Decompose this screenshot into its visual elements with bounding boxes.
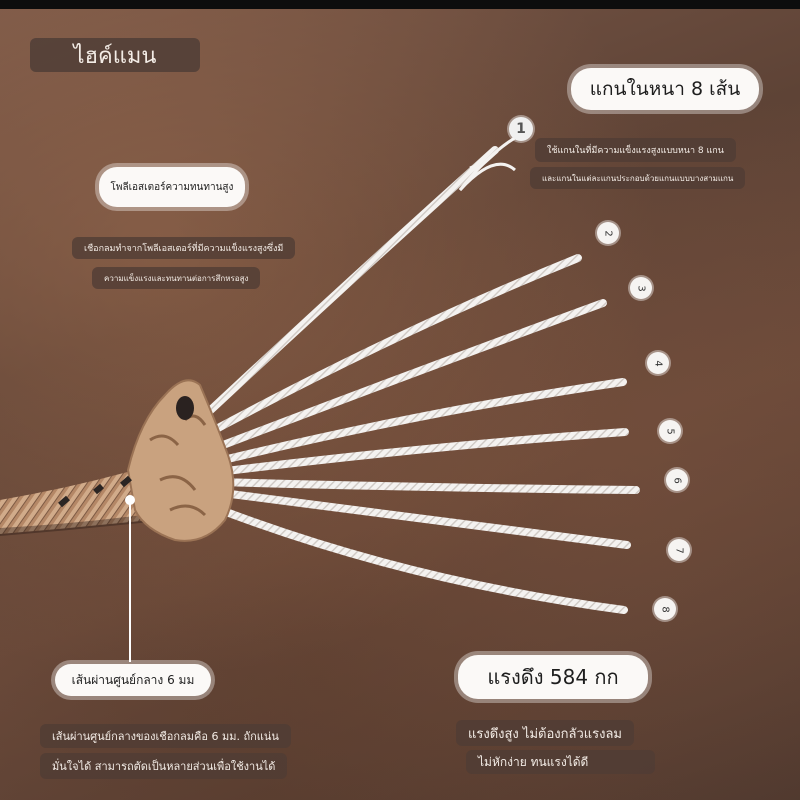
core-strand-8 — [204, 501, 628, 614]
polyester-desc-line2-text: ความแข็งแรงและทนทานต่อการสึกหรอสูง — [104, 273, 249, 283]
core-desc-line1: ใช้แกนในที่มีความแข็งแรงสูงแบบหนา 8 แกน — [535, 138, 736, 162]
polyester-desc-line2: ความแข็งแรงและทนทานต่อการสึกหรอสูง — [92, 267, 261, 289]
core-desc-line2-text: และแกนในแต่ละแกนประกอบด้วยแกนแบบบางสามแก… — [542, 173, 734, 183]
polyester-title-pill: โพลีเอสเตอร์ความทนทานสูง — [99, 167, 245, 207]
strand-1-fiber-3 — [458, 162, 517, 192]
strand-badge-5-text: 5 — [664, 427, 676, 435]
strand-badge-6-text: 6 — [671, 476, 683, 484]
diameter-title-pill: เส้นผ่านศูนย์กลาง 6 มม — [55, 664, 211, 696]
strand-badge-8-text: 8 — [659, 605, 671, 613]
tension-desc-line1: แรงดึงสูง ไม่ต้องกลัวแรงลม — [456, 720, 635, 746]
core-strand-1 — [196, 146, 499, 424]
brand-label: ไฮค์แมน — [30, 38, 200, 72]
strand-badge-7: 7 — [668, 539, 690, 561]
strand-badge-5: 5 — [659, 420, 681, 442]
core-desc-line1-text: ใช้แกนในที่มีความแข็งแรงสูงแบบหนา 8 แกน — [547, 146, 724, 156]
diameter-title: เส้นผ่านศูนย์กลาง 6 มม — [71, 672, 195, 687]
frayed-sheath-end — [126, 379, 235, 542]
polyester-title: โพลีเอสเตอร์ความทนทานสูง — [110, 181, 234, 193]
strand-badge-4-text: 4 — [652, 359, 664, 367]
strand-badge-1-text: 1 — [516, 121, 526, 137]
polyester-desc-line1: เชือกลมทำจากโพลีเอสเตอร์ที่มีความแข็งแรง… — [72, 237, 296, 259]
tension-title: แรงดึง 584 กก — [487, 665, 619, 689]
tension-desc-line2: ไม่หักง่าย ทนแรงได้ดี — [466, 750, 655, 774]
core-strand-4 — [211, 378, 627, 466]
core-desc-line2: และแกนในแต่ละแกนประกอบด้วยแกนแบบบางสามแก… — [530, 167, 746, 189]
strand-badge-3: 3 — [630, 277, 652, 299]
diameter-desc-line2-text: มั่นใจได้ สามารถตัดเป็นหลายส่วนเพื่อใช้ง… — [52, 760, 276, 773]
rope-sheath — [0, 470, 150, 534]
strand-badge-2-text: 2 — [602, 229, 614, 237]
core-strand-2 — [201, 254, 582, 439]
rope-black-marks — [58, 475, 132, 508]
rope-core-hole — [176, 396, 194, 420]
tension-desc-line1-text: แรงดึงสูง ไม่ต้องกลัวแรงลม — [468, 726, 623, 742]
brand-text: ไฮค์แมน — [73, 43, 157, 69]
strand-badge-8: 8 — [654, 598, 676, 620]
core-strand-3 — [206, 299, 607, 454]
polyester-desc-line1-text: เชือกลมทำจากโพลีเอสเตอร์ที่มีความแข็งแรง… — [84, 244, 284, 254]
core-strand-5 — [214, 428, 629, 476]
frayed-sheath-fibers — [149, 414, 207, 517]
diameter-desc-line1-text: เส้นผ่านศูนย์กลางของเชือกลมคือ 6 มม. ถัก… — [52, 730, 279, 743]
strand-badge-7-text: 7 — [673, 546, 685, 554]
strand-badge-4: 4 — [647, 352, 669, 374]
diameter-desc-line1: เส้นผ่านศูนย์กลางของเชือกลมคือ 6 มม. ถัก… — [40, 724, 291, 748]
top-border — [0, 0, 800, 9]
strand-badge-1: 1 — [509, 117, 533, 141]
strand-badge-2: 2 — [597, 222, 619, 244]
tension-desc-line2-text: ไม่หักง่าย ทนแรงได้ดี — [478, 754, 589, 769]
strand-badge-6: 6 — [666, 469, 688, 491]
inner-core-strands — [196, 133, 640, 614]
diameter-pointer-dot — [125, 495, 135, 505]
rope-sheath-shadow — [0, 514, 150, 536]
core-title: แกนในหนา 8 เส้น — [589, 78, 741, 100]
strand-badge-3-text: 3 — [635, 284, 647, 292]
core-strand-6 — [214, 478, 640, 494]
core-title-pill: แกนในหนา 8 เส้น — [571, 68, 759, 110]
tension-title-pill: แรงดึง 584 กก — [458, 655, 648, 699]
diameter-desc-line2: มั่นใจได้ สามารถตัดเป็นหลายส่วนเพื่อใช้ง… — [40, 753, 288, 779]
core-strand-7 — [211, 488, 631, 549]
